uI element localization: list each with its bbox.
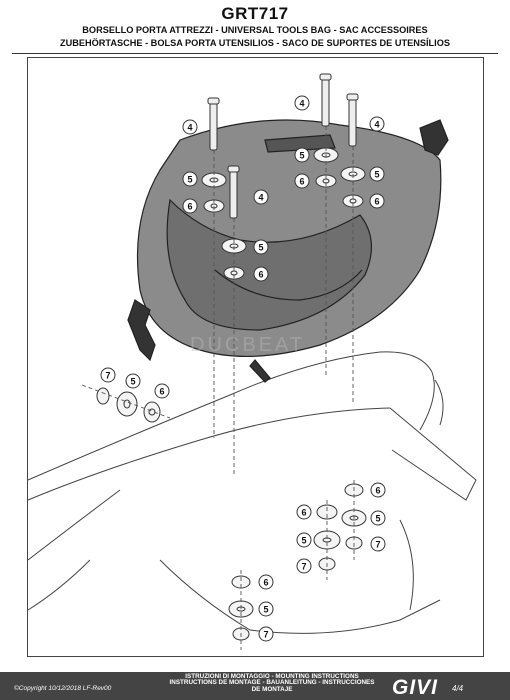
diagram-frame bbox=[27, 57, 484, 657]
copyright: ©Copyright 10/12/2018 LF-Rev00 bbox=[14, 685, 112, 692]
svg-text:6: 6 bbox=[159, 387, 164, 397]
svg-text:5: 5 bbox=[187, 175, 192, 185]
instructions-line-2: INSTRUCTIONS DE MONTAGE - BAUANLEITUNG -… bbox=[169, 679, 375, 687]
svg-text:5: 5 bbox=[130, 377, 135, 387]
callout-6: 6 bbox=[369, 193, 385, 209]
assembly-guides bbox=[81, 126, 355, 650]
callout-4: 4 bbox=[253, 189, 269, 205]
callout-6: 6 bbox=[294, 173, 310, 189]
callout-7: 7 bbox=[296, 558, 312, 574]
callout-5: 5 bbox=[258, 601, 274, 617]
callout-5: 5 bbox=[370, 510, 386, 526]
svg-text:6: 6 bbox=[301, 508, 306, 518]
title-line-1: BORSELLO PORTA ATTREZZI - UNIVERSAL TOOL… bbox=[82, 25, 428, 35]
svg-text:6: 6 bbox=[299, 177, 304, 187]
instructions-line-3: DE MONTAJE bbox=[251, 685, 293, 693]
instructions-line-1: ISTRUZIONI DI MONTAGGIO - MOUNTING INSTR… bbox=[185, 673, 359, 680]
svg-text:4: 4 bbox=[258, 193, 263, 203]
svg-text:6: 6 bbox=[258, 270, 263, 280]
callout-6: 6 bbox=[182, 198, 198, 214]
svg-text:6: 6 bbox=[375, 486, 380, 496]
footer-bar bbox=[0, 672, 510, 700]
page-number: 4/4 bbox=[452, 684, 464, 693]
callout-5: 5 bbox=[294, 147, 310, 163]
svg-text:5: 5 bbox=[375, 514, 380, 524]
callout-7: 7 bbox=[370, 536, 386, 552]
svg-text:4: 4 bbox=[187, 123, 192, 133]
svg-text:7: 7 bbox=[105, 371, 110, 381]
svg-text:7: 7 bbox=[375, 540, 380, 550]
svg-text:6: 6 bbox=[187, 202, 192, 212]
callout-5: 5 bbox=[182, 171, 198, 187]
svg-text:5: 5 bbox=[374, 170, 379, 180]
screws bbox=[207, 73, 359, 219]
callout-4: 4 bbox=[369, 116, 385, 132]
watermark: DUCBEAT bbox=[190, 334, 306, 356]
motorcycle-seat-outline bbox=[27, 351, 477, 634]
svg-text:5: 5 bbox=[299, 151, 304, 161]
title-line-2: ZUBEHÖRTASCHE - BOLSA PORTA UTENSILIOS -… bbox=[60, 38, 450, 48]
callout-5: 5 bbox=[125, 373, 141, 389]
svg-text:5: 5 bbox=[263, 605, 268, 615]
callout-6: 6 bbox=[253, 266, 269, 282]
callout-5: 5 bbox=[253, 239, 269, 255]
svg-text:6: 6 bbox=[263, 578, 268, 588]
callout-6: 6 bbox=[258, 574, 274, 590]
brand-logo: GIVI bbox=[392, 676, 439, 699]
callout-6: 6 bbox=[296, 504, 312, 520]
callout-7: 7 bbox=[258, 626, 274, 642]
callout-6: 6 bbox=[370, 482, 386, 498]
callout-6: 6 bbox=[154, 383, 170, 399]
svg-text:5: 5 bbox=[258, 243, 263, 253]
svg-text:7: 7 bbox=[263, 630, 268, 640]
svg-text:4: 4 bbox=[374, 120, 379, 130]
callouts: 4 4 4 4 5 6 5 6 5 6 5 6 7 5 6 6 6 5 5 7 … bbox=[100, 95, 386, 642]
callout-5: 5 bbox=[296, 532, 312, 548]
header-divider bbox=[12, 53, 498, 54]
footer-instructions: ISTRUZIONI DI MONTAGGIO - MOUNTING INSTR… bbox=[162, 673, 382, 693]
callout-4: 4 bbox=[182, 119, 198, 135]
svg-text:4: 4 bbox=[299, 99, 304, 109]
callout-5: 5 bbox=[369, 166, 385, 182]
svg-text:5: 5 bbox=[301, 536, 306, 546]
callout-4: 4 bbox=[294, 95, 310, 111]
svg-text:7: 7 bbox=[301, 562, 306, 572]
callout-7: 7 bbox=[100, 367, 116, 383]
product-code: GRT717 bbox=[221, 4, 289, 23]
svg-text:6: 6 bbox=[374, 197, 379, 207]
